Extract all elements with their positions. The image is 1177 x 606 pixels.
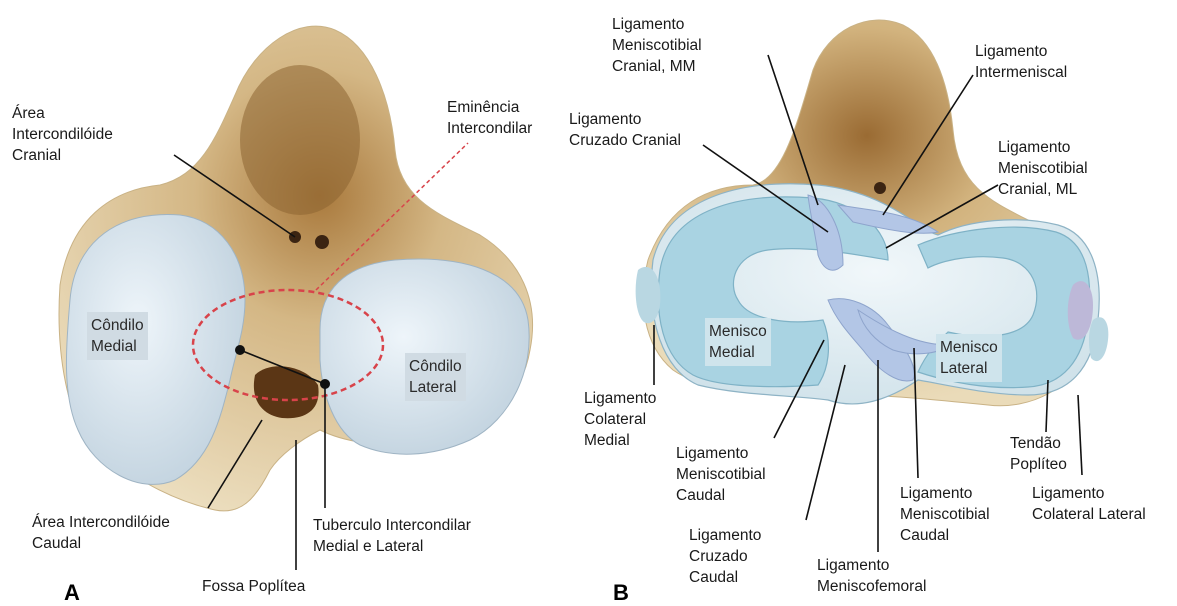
- panel-letter-a: A: [64, 580, 80, 606]
- leader-colateral-lateral: [1078, 395, 1082, 475]
- label-lig-meniscotibial-cranial-ml: Ligamento Meniscotibial Cranial, ML: [998, 137, 1088, 200]
- label-condilo-medial: Côndilo Medial: [87, 312, 148, 360]
- panel-a: Área Intercondilóide Cranial Eminência I…: [0, 0, 588, 604]
- label-lig-colateral-lateral: Ligamento Colateral Lateral: [1032, 483, 1146, 525]
- label-eminencia-intercondilar: Eminência Intercondilar: [447, 97, 532, 139]
- label-condilo-lateral: Côndilo Lateral: [405, 353, 466, 401]
- label-lig-cruzado-caudal: Ligamento Cruzado Caudal: [689, 525, 761, 588]
- label-lig-intermeniscal: Ligamento Intermeniscal: [975, 41, 1067, 83]
- label-menisco-lateral: Menisco Lateral: [936, 334, 1002, 382]
- label-fossa-poplitea: Fossa Poplítea: [202, 576, 305, 597]
- label-lig-colateral-medial: Ligamento Colateral Medial: [584, 388, 656, 451]
- label-lig-cruzado-cranial: Ligamento Cruzado Cranial: [569, 109, 681, 151]
- panel-b: Ligamento Meniscotibial Cranial, MM Liga…: [588, 0, 1177, 604]
- label-lig-meniscotibial-cranial-mm: Ligamento Meniscotibial Cranial, MM: [612, 14, 702, 77]
- lig-colateral-lateral-shape: [1089, 317, 1108, 361]
- label-lig-meniscofemoral: Ligamento Meniscofemoral: [817, 555, 926, 597]
- label-tuberculo-intercondilar: Tuberculo Intercondilar Medial e Lateral: [313, 515, 471, 557]
- label-menisco-medial: Menisco Medial: [705, 318, 771, 366]
- label-lig-meniscotibial-caudal-right: Ligamento Meniscotibial Caudal: [900, 483, 990, 546]
- label-tendao-popliteo: Tendão Poplíteo: [1010, 433, 1067, 475]
- panel-letter-b: B: [613, 580, 629, 606]
- foramen-dot-b: [874, 182, 886, 194]
- foramen-dot: [315, 235, 329, 249]
- label-lig-meniscotibial-caudal-left: Ligamento Meniscotibial Caudal: [676, 443, 766, 506]
- label-area-intercondiloide-cranial: Área Intercondilóide Cranial: [12, 103, 113, 166]
- label-area-intercondiloide-caudal: Área Intercondilóide Caudal: [32, 512, 170, 554]
- intercondylar-shadow: [240, 65, 360, 215]
